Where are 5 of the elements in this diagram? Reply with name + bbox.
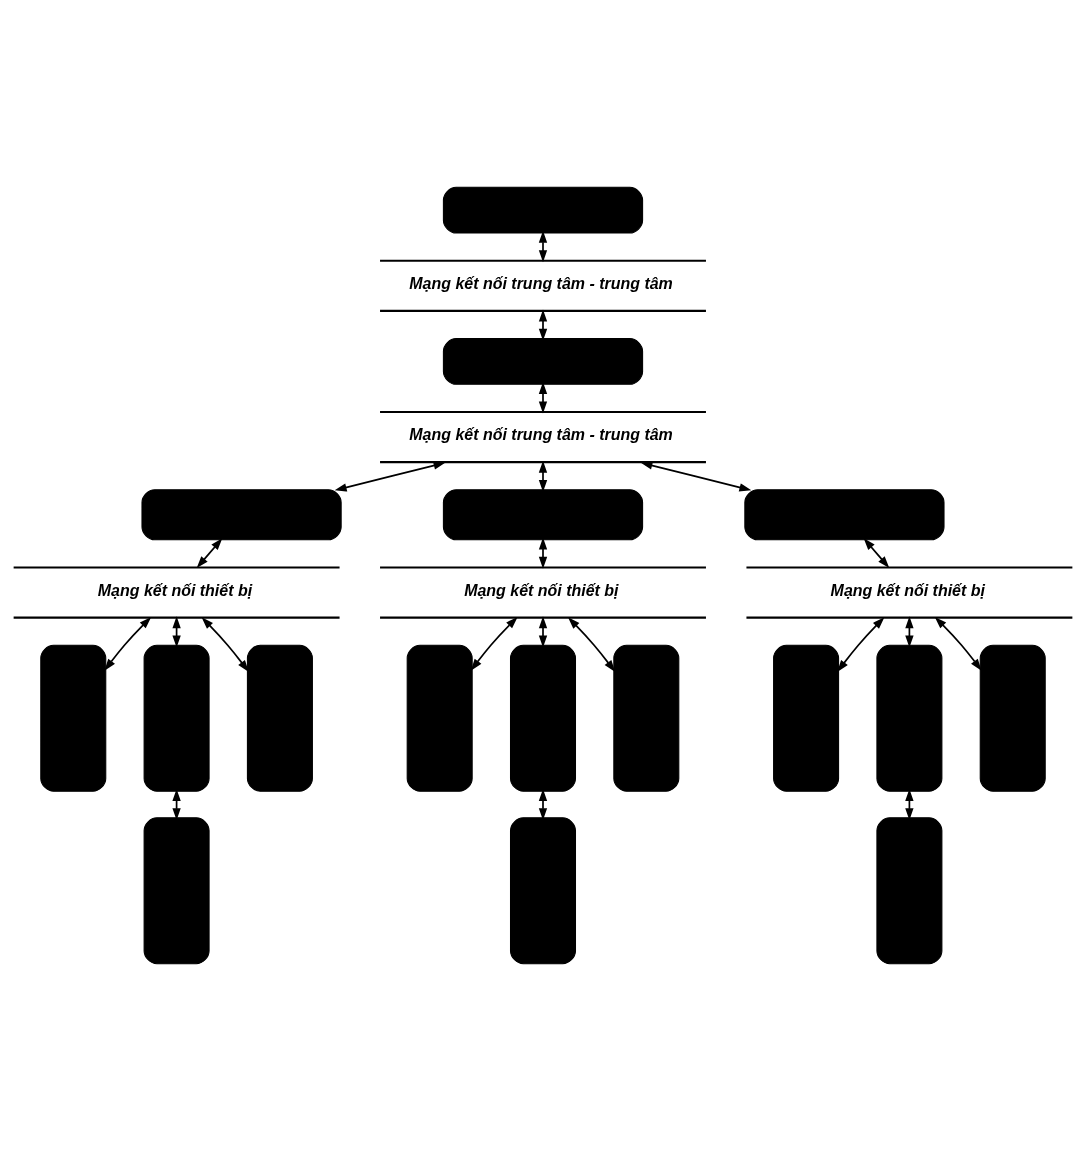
node-text: Mạng kết nối trung tâm - trung tâm bbox=[409, 274, 673, 292]
node-text: Mạng kết nối thiết bị bbox=[464, 581, 619, 599]
node-text: Mạng kết nối thiết bị bbox=[830, 581, 985, 599]
node-text: Mạng kết nối thiết bị bbox=[97, 581, 253, 599]
node-text: Mạng kết nối trung tâm - trung tâm bbox=[409, 426, 673, 444]
